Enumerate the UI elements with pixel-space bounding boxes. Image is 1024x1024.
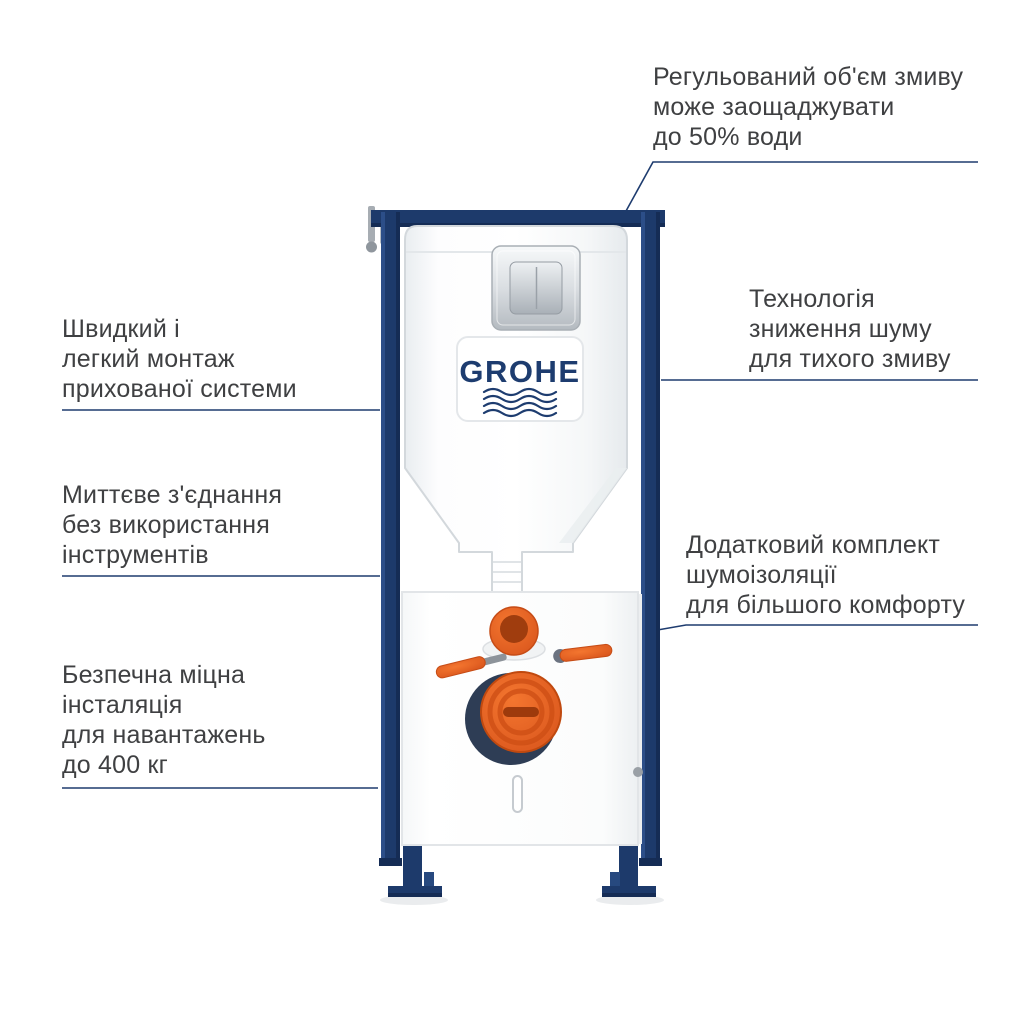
annotation-flush-volume: Регульований об'єм змиву може заощаджува… [653,63,964,151]
orange-fittings [435,606,613,765]
crossbar [371,210,665,227]
right-rail [641,212,660,866]
inspection-slot [512,775,523,813]
annotation-load-capacity: Безпечна міцна інсталяція для навантажен… [62,661,266,779]
annotation-easy-installation: Швидкий і легкий монтаж прихованої систе… [62,315,297,403]
left-rail [381,212,400,866]
leader-line-soundproofing [645,624,978,633]
panel-bolt-icon [633,767,643,777]
annotation-tool-free-connection: Миттєве з'єднання без використання інстр… [62,481,283,569]
flush-plate [491,245,581,331]
grohe-logo-text: GROHE [459,354,580,389]
left-foot [380,872,448,905]
annotation-soundproofing: Додатковий комплект шумоізоляції для біл… [686,531,966,619]
right-lever [553,643,613,664]
grohe-logo: GROHE [456,336,584,422]
grohe-logo-waves-icon [482,387,558,418]
water-inlet-pipe [482,606,546,661]
drain-fitting [465,671,562,765]
grohe-logo-tile [456,336,584,422]
left-lever [435,653,507,679]
right-foot [596,872,664,905]
annotation-noise-reduction: Технологія зниження шуму для тихого змив… [749,285,951,373]
